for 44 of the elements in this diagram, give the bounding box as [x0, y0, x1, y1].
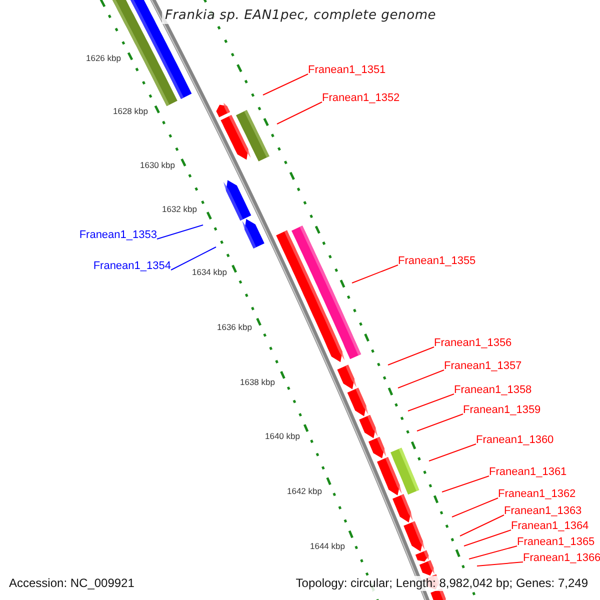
- leader-line: [388, 346, 434, 366]
- leader-line: [416, 414, 464, 432]
- scale-label: 1644 kbp: [310, 541, 345, 551]
- scale-label: 1626 kbp: [86, 53, 121, 63]
- scale-label: 1642 kbp: [287, 486, 322, 496]
- scale-label: 1638 kbp: [240, 377, 275, 387]
- leader-line: [170, 246, 216, 270]
- genome-stats-label: Topology: circular; Length: 8,982,042 bp; Genes: 7,249: [296, 576, 588, 591]
- gene-label: Franean1_1362: [498, 488, 576, 501]
- leader-line: [408, 394, 454, 412]
- gene-label: Franean1_1351: [308, 64, 386, 77]
- scale-label: 1632 kbp: [162, 204, 197, 214]
- gene-label: Franean1_1356: [434, 337, 512, 350]
- scale-label: 1630 kbp: [140, 160, 175, 170]
- leader-line: [156, 224, 204, 240]
- leader-line: [398, 370, 444, 388]
- leader-line: [468, 546, 518, 560]
- gene-label: Franean1_1360: [476, 434, 554, 447]
- leader-line: [464, 530, 512, 546]
- gene-label: Franean1_1364: [511, 520, 589, 533]
- scale-label: 1634 kbp: [192, 267, 227, 277]
- gene-label: Franean1_1358: [454, 384, 532, 397]
- leader-line: [352, 264, 398, 284]
- accession-label: Accession: NC_009921: [9, 576, 134, 591]
- scale-label: 1640 kbp: [265, 431, 300, 441]
- gene-label: Franean1_1359: [463, 404, 541, 417]
- leader-line: [476, 562, 524, 566]
- leader-line: [460, 514, 504, 536]
- scale-label: 1636 kbp: [217, 322, 252, 332]
- leader-line: [428, 444, 476, 462]
- gene-label: Franean1_1354: [93, 260, 171, 273]
- gene-label: Franean1_1365: [517, 536, 595, 549]
- scale-label: 1628 kbp: [113, 106, 148, 116]
- gene-label: Franean1_1353: [79, 229, 157, 242]
- leader-line: [442, 476, 490, 492]
- gene-label: Franean1_1352: [322, 92, 400, 105]
- leader-line: [276, 102, 322, 124]
- gene-label: Franean1_1366: [523, 552, 600, 565]
- leader-line: [452, 498, 498, 518]
- gene-label: Franean1_1357: [444, 360, 522, 373]
- leader-line: [262, 74, 308, 96]
- gene-label: Franean1_1363: [504, 505, 582, 518]
- gene-label: Franean1_1361: [489, 466, 567, 479]
- gene-label: Franean1_1355: [398, 255, 476, 268]
